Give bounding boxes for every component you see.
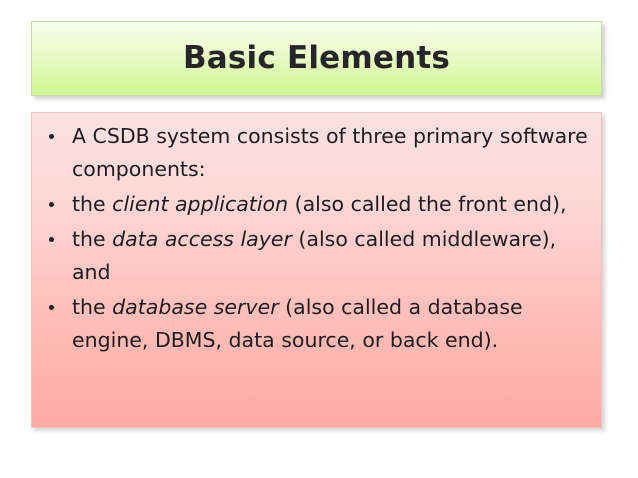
bullet-dot-icon: [49, 237, 54, 242]
title-placeholder[interactable]: Basic Elements: [31, 21, 602, 96]
bullet-dot-icon: [49, 202, 54, 207]
list-item-text: A CSDB system consists of three primary …: [72, 124, 588, 181]
bullet-list: A CSDB system consists of three primary …: [40, 120, 593, 357]
list-item: A CSDB system consists of three primary …: [40, 120, 593, 186]
list-item-text: the database server (also called a datab…: [72, 295, 523, 352]
list-item-text: the data access layer (also called middl…: [72, 227, 557, 284]
list-item: the database server (also called a datab…: [40, 291, 593, 357]
page-title: Basic Elements: [182, 40, 451, 76]
list-item: the data access layer (also called middl…: [40, 223, 593, 289]
list-item-text: the client application (also called the …: [72, 192, 567, 216]
list-item: the client application (also called the …: [40, 188, 593, 221]
content-placeholder[interactable]: A CSDB system consists of three primary …: [31, 112, 602, 428]
bullet-dot-icon: [49, 305, 54, 310]
bullet-dot-icon: [49, 134, 54, 139]
